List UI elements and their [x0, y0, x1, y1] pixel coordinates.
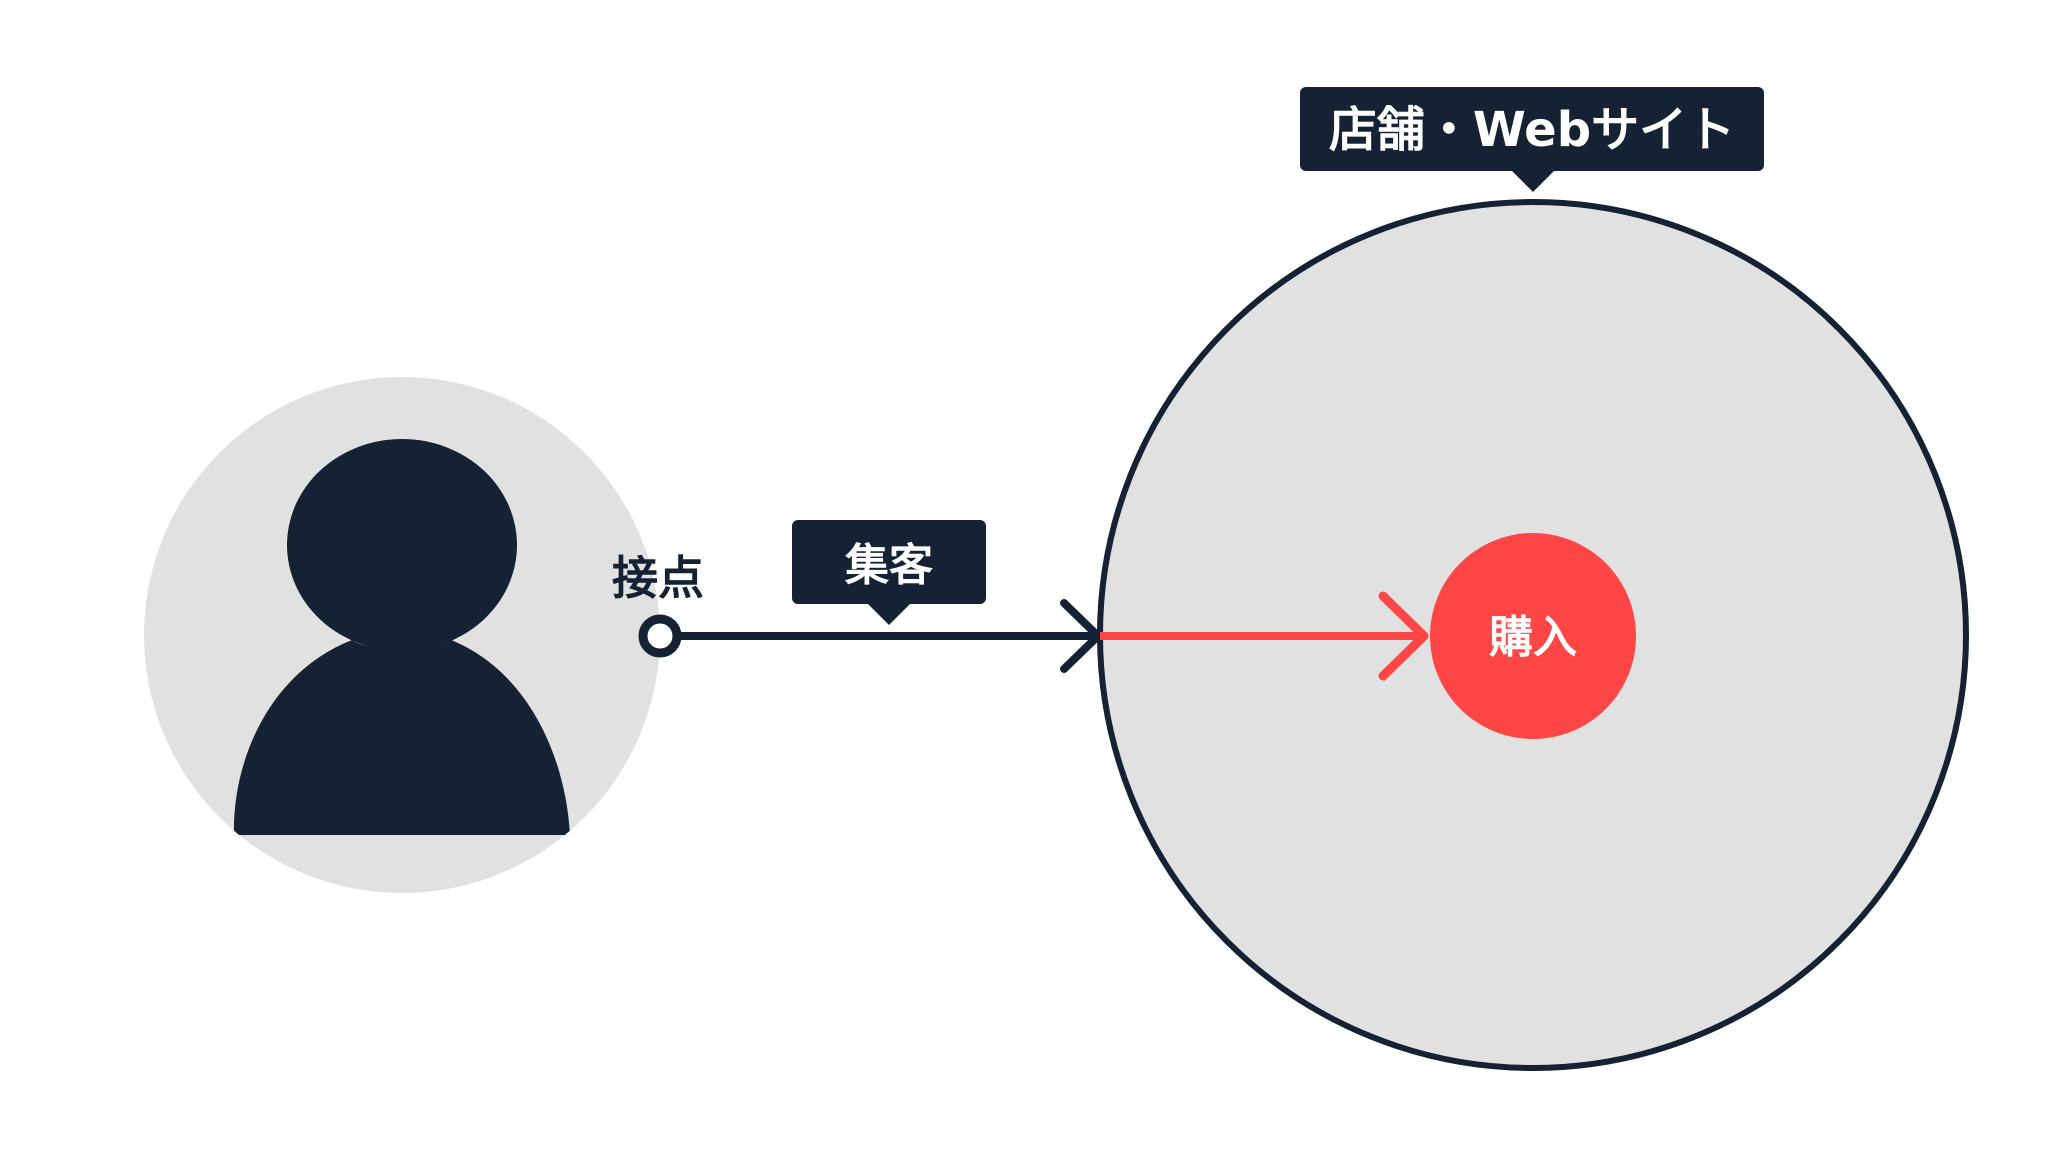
attract-customers-callout: 集客: [792, 520, 986, 625]
person-head: [287, 439, 517, 651]
attract-callout-box: [792, 520, 986, 604]
store-website-callout: 店舗・Webサイト: [1300, 87, 1764, 192]
purchase-circle: [1430, 533, 1636, 739]
customer-node: [144, 377, 660, 893]
purchase-label: 購入: [1489, 612, 1577, 663]
purchase-arrowhead: [1378, 591, 1429, 681]
store-website-label: 店舗・Webサイト: [1329, 102, 1735, 158]
attract-customers-label: 集客: [844, 540, 933, 591]
person-body: [233, 640, 570, 835]
person-silhouette-icon: [233, 439, 570, 835]
purchase-node: 購入: [1430, 533, 1636, 739]
attract-callout-pointer: [866, 602, 912, 625]
contact-point-label: 接点: [612, 551, 704, 605]
store-callout-pointer: [1510, 169, 1556, 192]
contact-point-marker: [638, 614, 682, 658]
store-callout-box: [1300, 87, 1764, 171]
